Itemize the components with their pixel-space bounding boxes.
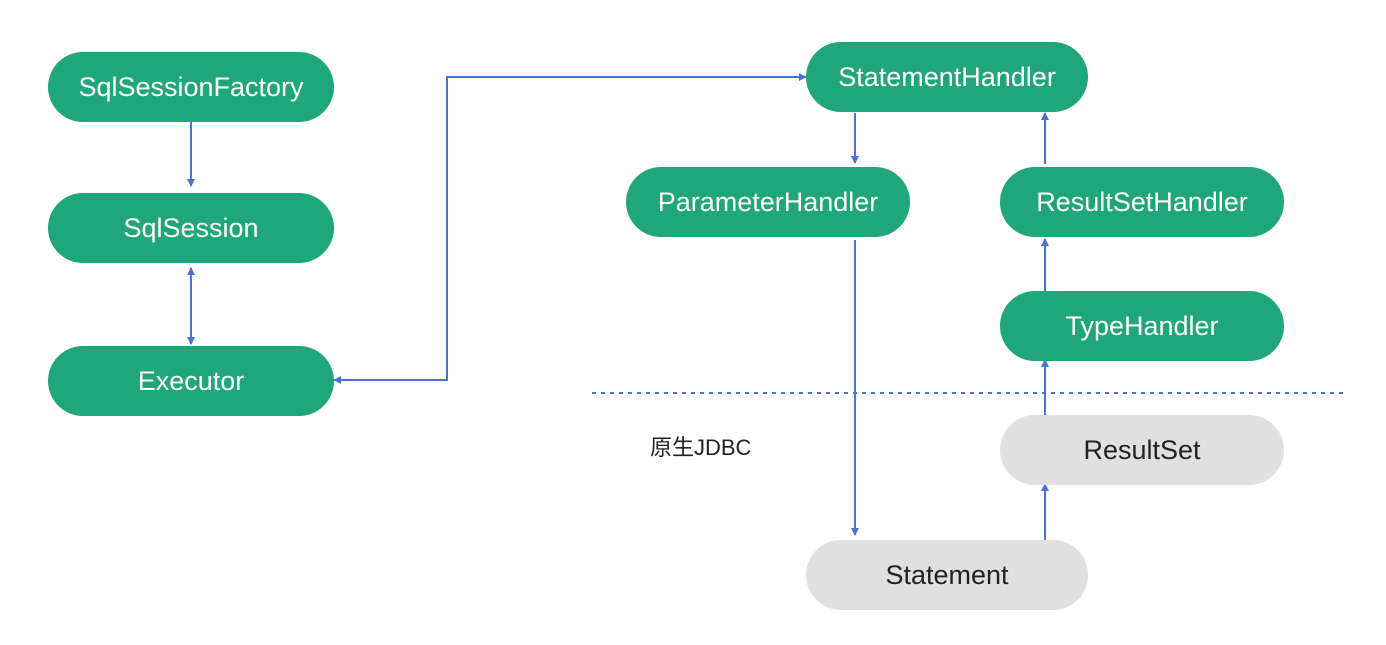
node-sqlsession[interactable]: SqlSession	[48, 193, 334, 263]
node-parameterhandler[interactable]: ParameterHandler	[626, 167, 910, 237]
node-executor[interactable]: Executor	[48, 346, 334, 416]
native-jdbc-label: 原生JDBC	[650, 435, 752, 460]
node-sqlsessionfactory[interactable]: SqlSessionFactory	[48, 52, 334, 122]
node-statementhandler[interactable]: StatementHandler	[806, 42, 1088, 112]
node-resultsethandler[interactable]: ResultSetHandler	[1000, 167, 1284, 237]
node-typehandler[interactable]: TypeHandler	[1000, 291, 1284, 361]
node-statement[interactable]: Statement	[806, 540, 1088, 610]
edge-executor-statementhandler	[333, 73, 807, 384]
node-resultset[interactable]: ResultSet	[1000, 415, 1284, 485]
